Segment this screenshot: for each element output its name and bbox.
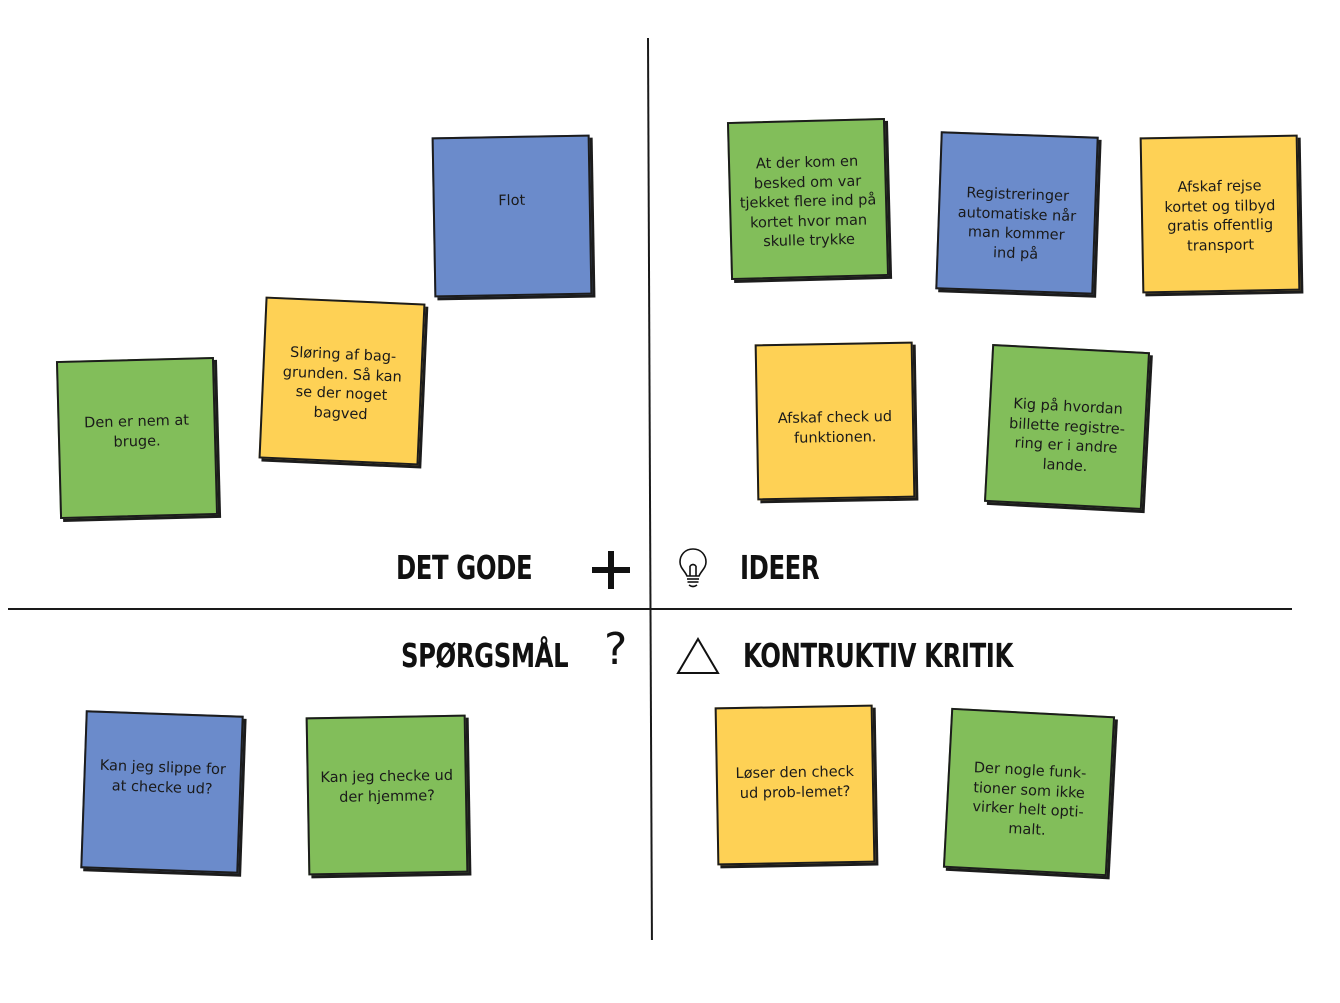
sticky-note[interactable]: Kan jeg checke ud der hjemme? bbox=[305, 714, 469, 876]
lightbulb-icon bbox=[677, 546, 709, 594]
sticky-note[interactable]: At der kom en besked om var tjekket fler… bbox=[726, 117, 890, 281]
sticky-note[interactable]: Kan jeg slippe for at checke ud? bbox=[80, 710, 244, 874]
sticky-note[interactable]: Løser den check ud prob-lemet? bbox=[714, 704, 876, 866]
sticky-note[interactable]: Kig på hvordan billette registre-ring er… bbox=[983, 343, 1151, 511]
sticky-note[interactable]: Registreringer automatiske når man komme… bbox=[935, 131, 1099, 295]
question-mark-icon: ? bbox=[604, 624, 628, 675]
sticky-note[interactable]: Der nogle funk-tioner som ikke virker he… bbox=[942, 707, 1116, 877]
heading-det-gode: DET GODE bbox=[396, 548, 533, 587]
sticky-note[interactable]: Sløring af bag-grunden. Så kan se der no… bbox=[258, 296, 426, 466]
heading-sporgsmal: SPØRGSMÅL bbox=[401, 636, 569, 675]
heading-ideer: IDEER bbox=[740, 548, 820, 587]
plus-icon bbox=[590, 549, 632, 595]
sticky-note[interactable]: Den er nem at bruge. bbox=[55, 356, 219, 520]
horizontal-divider bbox=[8, 608, 1292, 610]
vertical-divider bbox=[647, 37, 653, 940]
sticky-note[interactable]: Flot bbox=[431, 134, 593, 298]
heading-kontruktiv-kritik: KONTRUKTIV KRITIK bbox=[743, 636, 1013, 675]
sticky-note[interactable]: Afskaf check ud funktionen. bbox=[754, 341, 916, 501]
triangle-icon bbox=[676, 637, 720, 679]
sticky-note[interactable]: Afskaf rejse kortet og tilbyd gratis off… bbox=[1139, 134, 1301, 294]
